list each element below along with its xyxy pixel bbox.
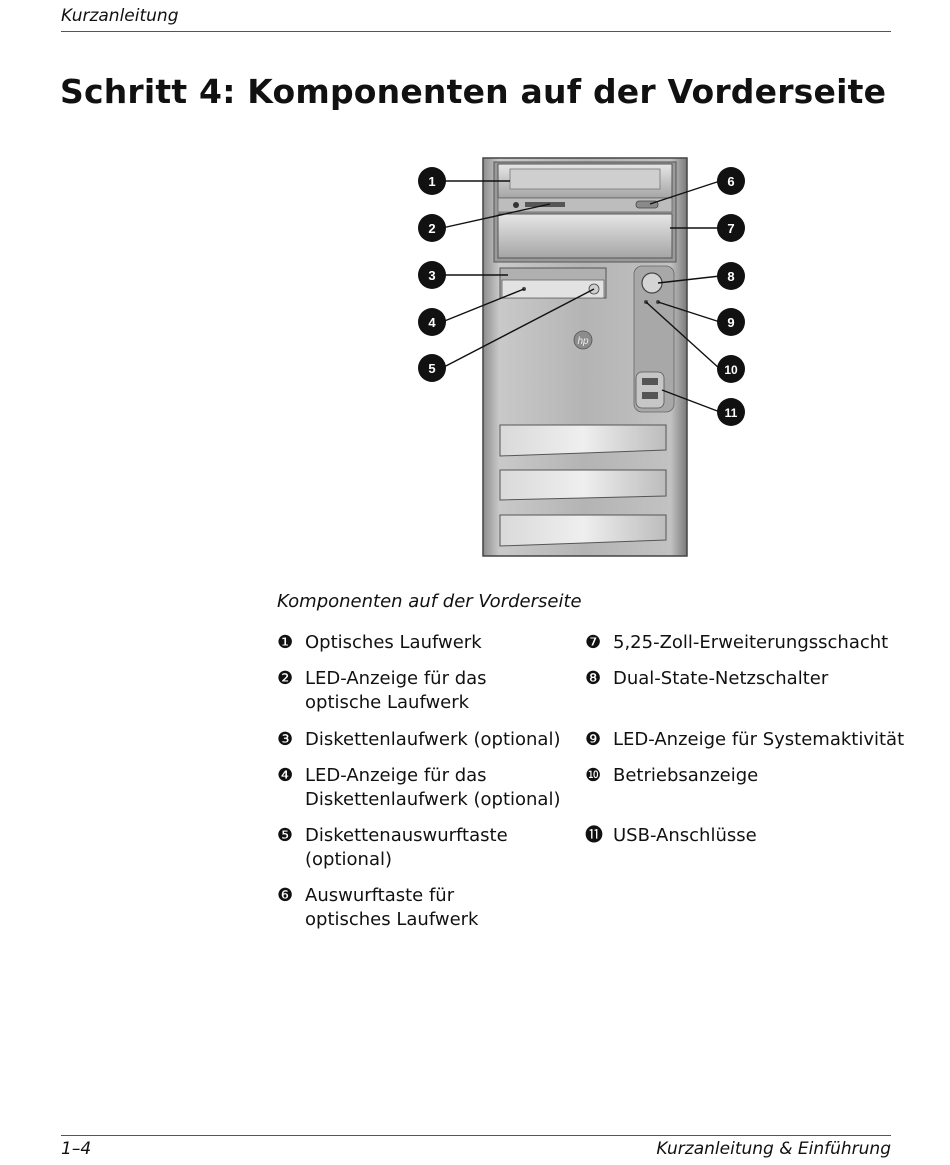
callout-8-label: 8 xyxy=(727,269,734,284)
hp-logo xyxy=(573,330,593,350)
legend-number: ❻ xyxy=(277,885,294,906)
document-title: Kurzanleitung & Einführung xyxy=(656,1139,891,1159)
legend-number: ❿ xyxy=(585,765,602,786)
legend-number: ❾ xyxy=(585,729,602,750)
usb-port-icon[interactable] xyxy=(642,392,658,399)
legend-text: LED-Anzeige für Systemaktivität xyxy=(613,729,905,750)
legend-text: LED-Anzeige für das optische Laufwerk xyxy=(305,668,487,713)
legend-number: ❷ xyxy=(277,668,294,689)
header-rule xyxy=(61,31,891,32)
legend-number: ❺ xyxy=(277,825,294,846)
callout-9: 9 xyxy=(717,308,745,336)
footer-rule xyxy=(61,1135,891,1136)
callout-1-label: 1 xyxy=(428,174,435,189)
legend-text: USB-Anschlüsse xyxy=(613,825,757,846)
figure-caption: Komponenten auf der Vorderseite xyxy=(277,591,582,612)
floppy-drive xyxy=(501,279,605,299)
callout-2: 2 xyxy=(418,214,446,242)
legend-number: ❽ xyxy=(585,668,602,689)
legend-number: ❶ xyxy=(277,632,294,653)
headphone-jack-icon xyxy=(513,202,519,208)
legend-text: Dual-State-Netzschalter xyxy=(613,668,829,689)
legend-number: ❼ xyxy=(585,632,602,653)
callout-3-label: 3 xyxy=(428,268,435,283)
optical-drive-bezel xyxy=(497,197,673,213)
legend-text: Auswurftaste für optisches Laufwerk xyxy=(305,885,479,930)
computer-front-figure: hp 1 xyxy=(400,150,760,570)
callout-9-label: 9 xyxy=(727,315,734,330)
legend-text: LED-Anzeige für das Diskettenlaufwerk (o… xyxy=(305,765,561,810)
callout-5: 5 xyxy=(418,354,446,382)
usb-panel xyxy=(635,371,665,409)
expansion-bay xyxy=(497,213,673,259)
callout-2-label: 2 xyxy=(428,221,435,236)
callout-11: 11 xyxy=(717,398,745,426)
legend-number: ⓫ xyxy=(585,825,603,846)
legend-text: Optisches Laufwerk xyxy=(305,632,482,653)
callout-6: 6 xyxy=(717,167,745,195)
callout-markers: 1 2 3 4 5 6 7 xyxy=(418,167,745,426)
legend-number: ❸ xyxy=(277,729,294,750)
hp-logo-text: hp xyxy=(577,336,589,347)
callout-7-label: 7 xyxy=(727,221,734,236)
front-vent-1 xyxy=(499,424,667,457)
callout-8: 8 xyxy=(717,262,745,290)
callout-7: 7 xyxy=(717,214,745,242)
legend-text: Diskettenlaufwerk (optional) xyxy=(305,729,561,750)
callout-3: 3 xyxy=(418,261,446,289)
optical-drive-tray xyxy=(509,168,661,190)
callout-6-label: 6 xyxy=(727,174,734,189)
page-title: Schritt 4: Komponenten auf der Vordersei… xyxy=(60,72,887,111)
callout-10: 10 xyxy=(717,355,745,383)
page-number: 1–4 xyxy=(61,1139,92,1159)
front-vent-2 xyxy=(499,469,667,501)
callout-10-label: 10 xyxy=(724,363,738,377)
running-title: Kurzanleitung xyxy=(61,6,179,26)
legend-text: 5,25-Zoll-Erweiterungsschacht xyxy=(613,632,889,653)
callout-leaders xyxy=(441,180,721,413)
callout-1: 1 xyxy=(418,167,446,195)
callout-11-label: 11 xyxy=(725,406,738,420)
front-vent-3 xyxy=(499,514,667,547)
legend-text: Betriebsanzeige xyxy=(613,765,759,786)
usb-port-icon[interactable] xyxy=(642,378,658,385)
legend-text: Diskettenauswurftaste (optional) xyxy=(305,825,508,870)
callout-4: 4 xyxy=(418,308,446,336)
callout-4-label: 4 xyxy=(428,315,436,330)
callout-5-label: 5 xyxy=(428,361,435,376)
legend-number: ❹ xyxy=(277,765,294,786)
computer-tower-illustration: hp 1 xyxy=(418,157,745,557)
